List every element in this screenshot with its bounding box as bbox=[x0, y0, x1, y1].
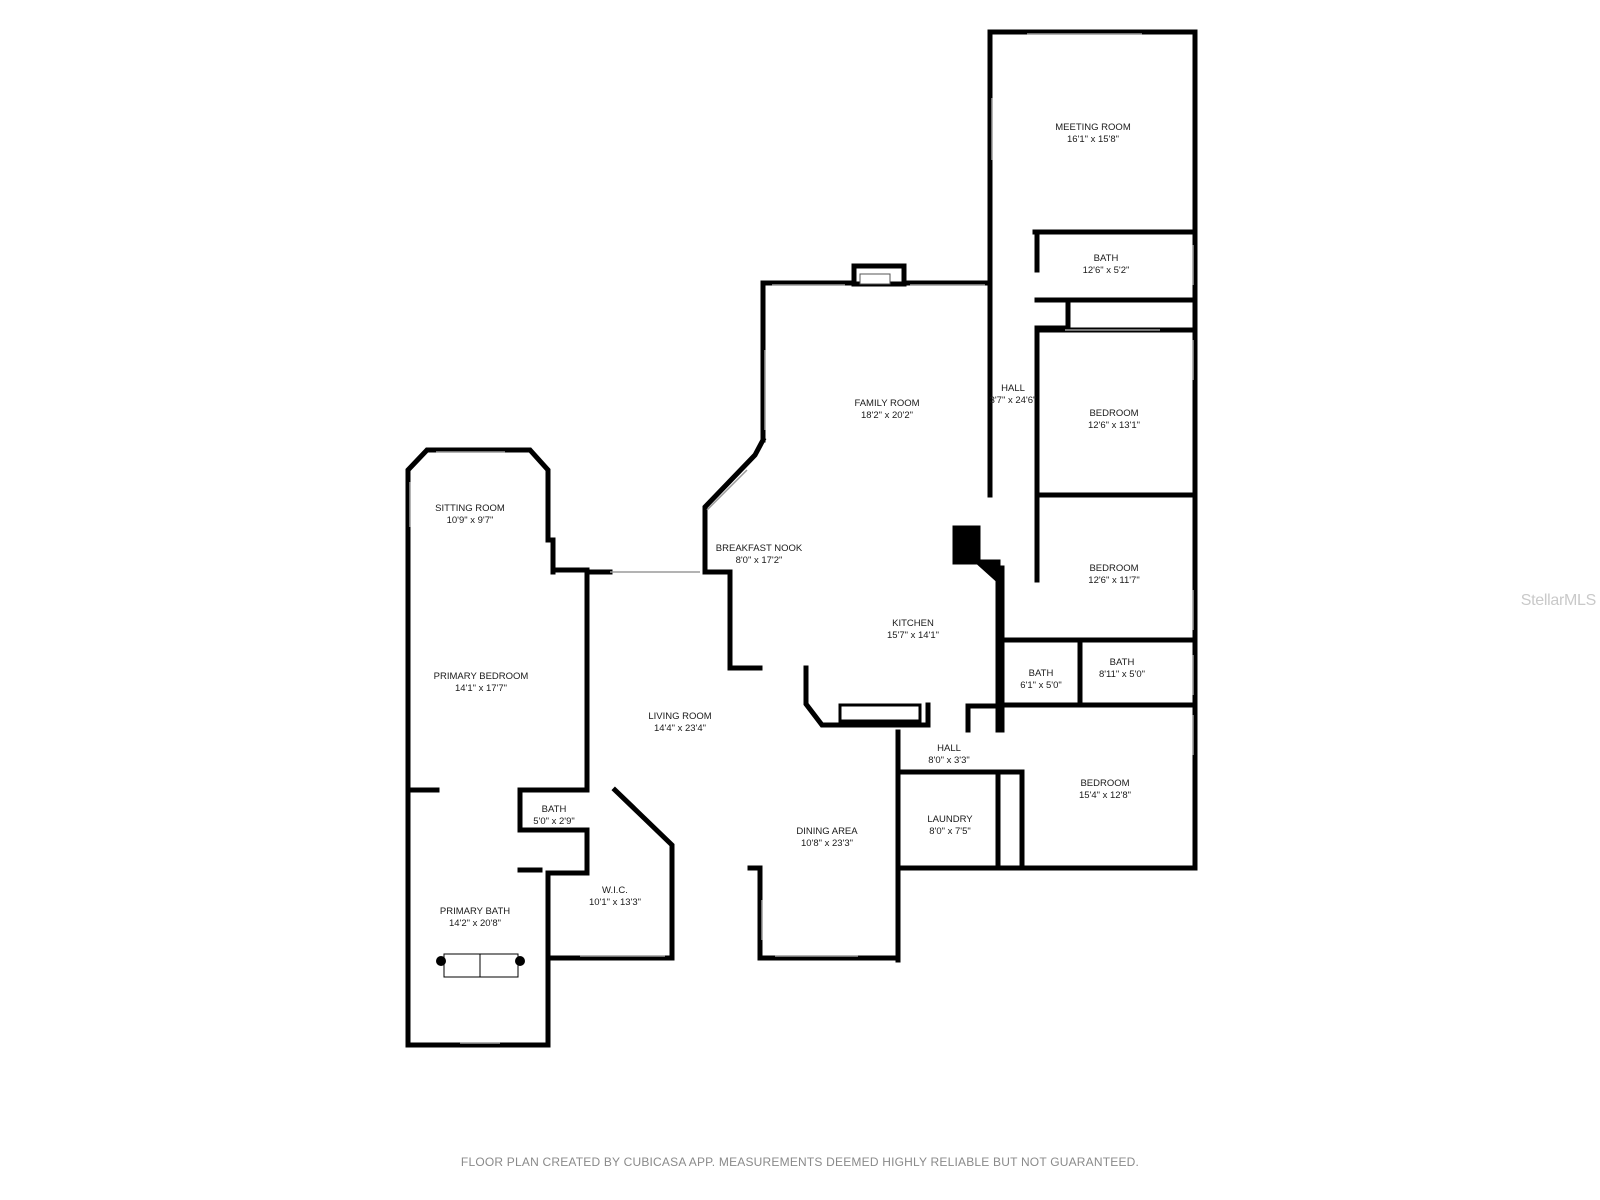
walls bbox=[405, 29, 1198, 1048]
room-name: BATH bbox=[1093, 253, 1119, 264]
room-label-primary-bath: PRIMARY BATH 14'2" x 20'8" bbox=[440, 906, 510, 930]
room-dims: 14'2" x 20'8" bbox=[448, 918, 502, 929]
room-name: LAUNDRY bbox=[927, 814, 973, 825]
room-name: BATH bbox=[1109, 657, 1135, 668]
wall-family-west bbox=[702, 436, 767, 573]
room-label-bedroom-2: BEDROOM 12'6" x 11'7" bbox=[1088, 563, 1139, 587]
room-name: HALL bbox=[937, 743, 961, 754]
room-label-dining-area: DINING AREA 10'8" x 23'3" bbox=[796, 826, 857, 850]
pantry bbox=[952, 525, 1001, 586]
wall-east-wing-outer bbox=[957, 29, 1198, 871]
room-dims: 15'4" x 12'8" bbox=[1078, 790, 1132, 801]
room-dims: 16'1" x 15'8" bbox=[1066, 134, 1120, 145]
windows bbox=[409, 33, 1194, 1044]
room-label-kitchen: KITCHEN 15'7" x 14'1" bbox=[887, 618, 939, 642]
room-label-primary-bedroom: PRIMARY BEDROOM 14'1" x 17'7" bbox=[434, 671, 529, 695]
wall-dining bbox=[757, 865, 901, 961]
room-dims: 15'7" x 14'1" bbox=[886, 630, 940, 641]
room-name: PRIMARY BEDROOM bbox=[433, 671, 529, 682]
room-label-bath-small-2: BATH 8'11" x 5'0" bbox=[1099, 657, 1145, 681]
room-dims: 8'0" x 17'2" bbox=[735, 555, 783, 566]
room-name: BATH bbox=[1028, 668, 1054, 679]
room-name: LIVING ROOM bbox=[648, 711, 712, 722]
kitchen-counter bbox=[838, 703, 922, 723]
fireplace-hearth bbox=[859, 273, 891, 285]
room-dims: 14'4" x 23'4" bbox=[653, 723, 707, 734]
room-label-hall-lower: HALL 8'0" x 3'3" bbox=[928, 743, 970, 767]
room-name: PRIMARY BATH bbox=[439, 906, 511, 917]
room-dims: 6'1" x 5'0" bbox=[1020, 680, 1062, 691]
room-name: DINING AREA bbox=[796, 826, 858, 837]
footer-disclaimer: FLOOR PLAN CREATED BY CUBICASA APP. MEAS… bbox=[460, 1155, 1140, 1169]
room-name: BEDROOM bbox=[1089, 408, 1139, 419]
room-label-bedroom-3: BEDROOM 15'4" x 12'8" bbox=[1079, 778, 1131, 802]
room-name: BEDROOM bbox=[1080, 778, 1130, 789]
room-name: HALL bbox=[1001, 383, 1025, 394]
room-label-bath-upper: BATH 12'6" x 5'2" bbox=[1083, 253, 1130, 277]
room-dims: 14'1" x 17'7" bbox=[454, 683, 508, 694]
wall-sitting bbox=[405, 447, 556, 575]
room-dims: 5'0" x 2'9" bbox=[533, 816, 575, 827]
room-label-bedroom-1: BEDROOM 12'6" x 13'1" bbox=[1088, 408, 1140, 432]
room-name: BEDROOM bbox=[1089, 563, 1139, 574]
window bbox=[706, 469, 748, 511]
tub bbox=[443, 953, 519, 978]
room-name: BREAKFAST NOOK bbox=[715, 543, 803, 554]
room-label-hall-upper: HALL 3'7" x 24'6" bbox=[990, 383, 1037, 407]
tub-end bbox=[436, 956, 446, 966]
room-name: BATH bbox=[541, 804, 567, 815]
fixtures bbox=[436, 273, 922, 978]
room-dims: 3'7" x 24'6" bbox=[989, 395, 1037, 406]
wall-living-west bbox=[550, 567, 590, 791]
room-name: FAMILY ROOM bbox=[854, 398, 920, 409]
room-dims: 8'0" x 7'5" bbox=[929, 826, 971, 837]
wall-kitchen-west bbox=[702, 569, 763, 671]
room-label-living-room: LIVING ROOM 14'4" x 23'4" bbox=[648, 711, 711, 735]
wall-small-bath-west bbox=[517, 787, 590, 833]
room-label-family-room: FAMILY ROOM 18'2" x 20'2" bbox=[854, 398, 919, 422]
room-name: KITCHEN bbox=[892, 618, 934, 629]
room-name: SITTING ROOM bbox=[435, 503, 505, 514]
room-label-bath-small-1: BATH 6'1" x 5'0" bbox=[1020, 668, 1062, 692]
room-name: W.I.C. bbox=[602, 885, 628, 896]
room-label-wic: W.I.C. 10'1" x 13'3" bbox=[589, 885, 641, 909]
watermark-logo: StellarMLS bbox=[1520, 592, 1597, 609]
room-name: MEETING ROOM bbox=[1055, 122, 1131, 133]
wall-kitchen-island bbox=[803, 665, 931, 728]
wall-primary-west bbox=[405, 509, 551, 1048]
room-label-laundry: LAUNDRY 8'0" x 7'5" bbox=[927, 814, 972, 838]
room-dims: 10'1" x 13'3" bbox=[588, 897, 642, 908]
room-dims: 8'11" x 5'0" bbox=[1098, 669, 1146, 680]
room-dims: 12'6" x 5'2" bbox=[1082, 265, 1130, 276]
wall-hall-closet bbox=[965, 703, 1005, 733]
tub-end bbox=[515, 956, 525, 966]
room-dims: 12'6" x 13'1" bbox=[1087, 420, 1141, 431]
room-dims: 12'6" x 11'7" bbox=[1088, 575, 1140, 586]
room-label-meeting-room: MEETING ROOM 16'1" x 15'8" bbox=[1055, 122, 1130, 146]
room-dims: 10'8" x 23'3" bbox=[800, 838, 854, 849]
room-dims: 8'0" x 3'3" bbox=[928, 755, 970, 766]
room-dims: 18'2" x 20'2" bbox=[860, 410, 914, 421]
wall-family-north bbox=[760, 280, 993, 443]
room-label-bath-primary-small: BATH 5'0" x 2'9" bbox=[533, 804, 575, 828]
wall-bath-closet bbox=[1034, 297, 1071, 331]
room-label-sitting-room: SITTING ROOM 10'9" x 9'7" bbox=[435, 503, 505, 527]
room-label-breakfast-nook: BREAKFAST NOOK 8'0" x 17'2" bbox=[716, 543, 802, 567]
room-dims: 10'9" x 9'7" bbox=[446, 515, 494, 526]
